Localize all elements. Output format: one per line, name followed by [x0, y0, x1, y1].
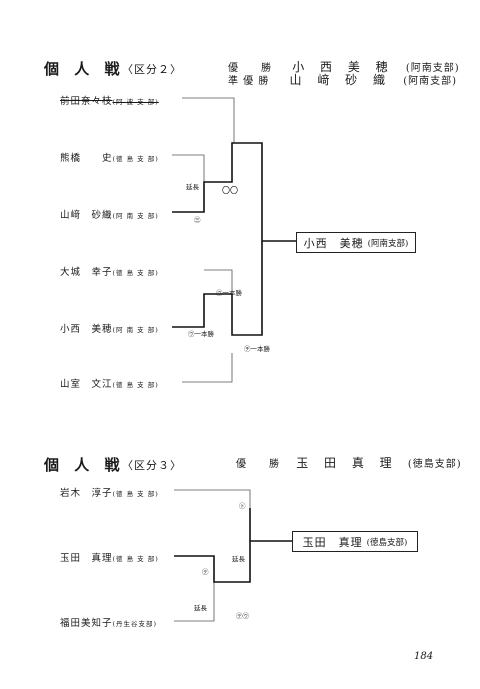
section1-division: 〈区分２〉: [122, 63, 182, 76]
bracket-line: [182, 353, 233, 383]
result-name: 小 西 美 穂: [292, 60, 394, 74]
annotation-ippon: ㋠一本勝: [244, 345, 270, 353]
annotation-ippon: ㋒一本勝: [216, 289, 242, 297]
section1-result-2: 準 優 勝 山 﨑 砂 織 (阿南支部): [228, 71, 457, 88]
player-name: 大城 幸子: [60, 267, 113, 278]
player-name: 熊橋 史: [60, 153, 113, 164]
player-branch: (徳 島 支 部): [112, 381, 159, 389]
page-number: 184: [414, 651, 434, 662]
player-s1-6: 山室 文江(徳 島 支 部): [60, 376, 159, 390]
annotation-extension: 延長: [186, 183, 199, 191]
bracket-line: [172, 241, 263, 336]
annotation-ippon: ㋒一本勝: [188, 330, 214, 338]
player-name: 山室 文江: [60, 379, 113, 390]
result-name: 山 﨑 砂 織: [289, 73, 391, 87]
player-s2-3: 福田美知子(丹生谷支部): [60, 615, 157, 629]
player-branch: (阿 南 支 部): [112, 326, 159, 334]
annotation-extension: 延長: [232, 555, 245, 563]
player-name: 福田美知子: [60, 618, 113, 629]
section1-title: 個 人 戦: [44, 60, 125, 78]
winner-name: 小西 美穂: [303, 236, 364, 250]
bracket-line: [172, 142, 296, 242]
player-s1-3: 山﨑 砂織(阿 南 支 部): [60, 207, 159, 221]
player-branch: (徳 島 支 部): [112, 155, 159, 163]
section2-title: 個 人 戦: [44, 456, 125, 474]
bracket-line: [172, 154, 205, 182]
annotation-mark: ㋣: [239, 502, 246, 510]
result-rank: 優 勝: [236, 459, 280, 470]
player-s1-2: 熊橋 史(徳 島 支 部): [60, 150, 159, 164]
player-s2-1: 岩木 淳子(徳 島 支 部): [60, 485, 159, 499]
annotation-mark: ㋢: [202, 568, 209, 576]
player-name: 山﨑 砂織: [60, 210, 113, 221]
winner-branch: (阿南支部): [367, 238, 409, 249]
bracket-line: [182, 97, 235, 143]
player-s1-5: 小西 美穂(阿 南 支 部): [60, 321, 159, 335]
section1-result-1: 優 勝 小 西 美 穂 (阿南支部): [228, 58, 460, 75]
result-branch: (阿南支部): [405, 63, 460, 74]
winner-branch: (徳島支部): [366, 537, 408, 548]
player-branch: (徳 島 支 部): [112, 490, 159, 498]
player-s2-2: 玉田 真理(徳 島 支 部): [60, 550, 159, 564]
player-name: 前田奈々枝: [60, 96, 113, 107]
annotation-marks: 〇〇: [222, 186, 238, 195]
player-branch: (徳 島 支 部): [112, 269, 159, 277]
annotation-extension: 延長: [194, 604, 207, 612]
annotation-mark: ㊂: [194, 216, 201, 224]
section2-division: 〈区分３〉: [122, 459, 182, 472]
section1-winner-box: 小西 美穂(阿南支部): [296, 232, 416, 253]
player-branch: (阿 波 支 部): [112, 98, 159, 106]
bracket-line: [174, 540, 292, 583]
result-branch: (阿南支部): [403, 76, 457, 87]
result-rank: 優 勝: [228, 63, 272, 74]
player-name: 小西 美穂: [60, 324, 113, 335]
annotation-marks: ㋢㋒: [236, 612, 249, 620]
player-s1-4: 大城 幸子(徳 島 支 部): [60, 264, 159, 278]
player-name: 玉田 真理: [60, 553, 113, 564]
section2-winner-box: 玉田 真理(徳島支部): [292, 531, 418, 552]
player-branch: (阿 南 支 部): [112, 212, 159, 220]
winner-name: 玉田 真理: [302, 535, 363, 549]
result-name: 玉 田 真 理: [296, 456, 398, 470]
player-s1-1: 前田奈々枝(阿 波 支 部): [60, 93, 159, 107]
bracket-line: [174, 489, 251, 508]
result-branch: (徳島支部): [407, 459, 462, 470]
player-name: 岩木 淳子: [60, 488, 113, 499]
player-branch: (徳 島 支 部): [112, 555, 159, 563]
section2-result-1: 優 勝 玉 田 真 理 (徳島支部): [236, 454, 462, 471]
bracket-line: [204, 269, 233, 294]
result-rank: 準 優 勝: [228, 76, 270, 87]
player-branch: (丹生谷支部): [112, 620, 158, 628]
bracket-line: [174, 582, 215, 622]
